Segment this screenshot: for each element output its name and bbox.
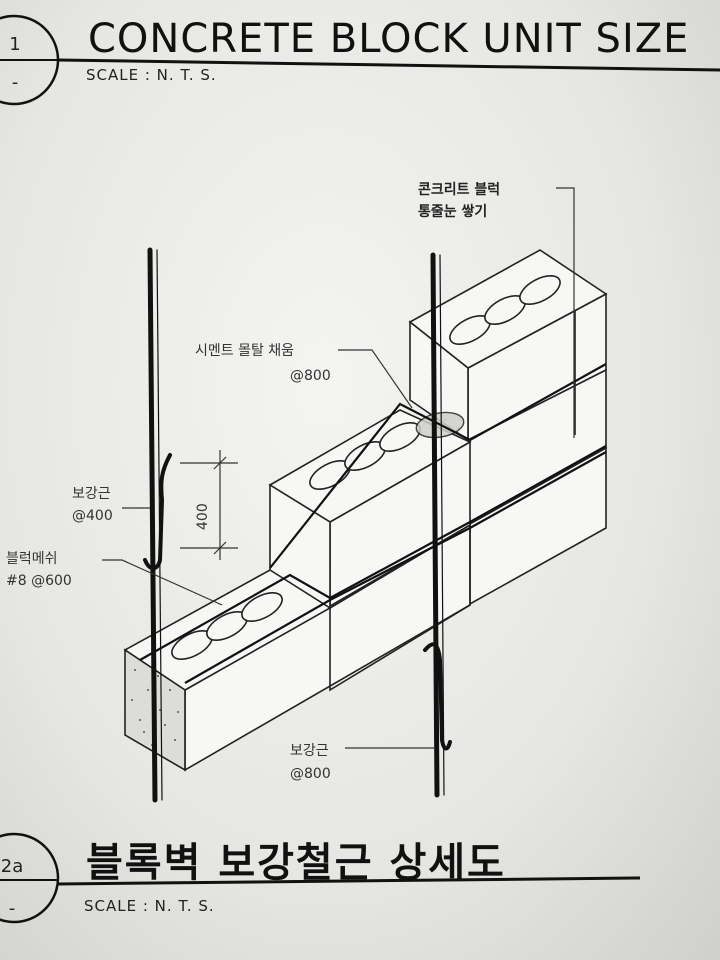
detail-title-1: CONCRETE BLOCK UNIT SIZE (88, 16, 689, 62)
leader-mortar-fill (338, 349, 413, 409)
detail-number-1: 1 (9, 34, 20, 55)
detail-sub-1: - (12, 72, 19, 93)
leader-block-stack (556, 187, 575, 438)
note-block-stack-line1: 콘크리트 블럭 (418, 182, 500, 198)
note-mortar-spacing: @800 (290, 368, 331, 384)
vertical-rebar-center (430, 252, 440, 798)
block-cell (519, 275, 561, 305)
leader-lines (102, 187, 575, 749)
note-rebar-bottom-spacing: @800 (290, 766, 331, 782)
detail-number-2a: 2a (1, 856, 23, 877)
rebar-lap-hook (143, 453, 172, 571)
leader-block-mesh (102, 559, 223, 606)
note-rebar-left-spacing: @400 (72, 508, 113, 524)
block-cell (241, 592, 283, 622)
detail-scale-1: SCALE : N. T. S. (86, 66, 217, 84)
dimension-400 (180, 450, 238, 560)
note-block-stack-line2: 통줄눈 쌓기 (418, 203, 487, 220)
note-block-mesh-spec: #8 @600 (6, 573, 72, 589)
upper-block-stack (408, 249, 608, 607)
lower-block-course (123, 409, 472, 772)
rebars (143, 247, 452, 803)
title-block-2a: 2a - 블록벽 보강철근 상세도 SCALE : N. T. S. (0, 832, 641, 924)
detail-bubble-2a (0, 832, 60, 924)
rebar-lap-hook (423, 642, 452, 751)
vertical-rebar-left (147, 247, 158, 803)
detail-scale-2a: SCALE : N. T. S. (84, 897, 215, 915)
title-underline-2a (57, 876, 641, 886)
title-block-1: 1 - CONCRETE BLOCK UNIT SIZE SCALE : N. … (0, 14, 720, 106)
note-block-mesh: 블럭메쉬 (6, 551, 58, 567)
vertical-rebar-center-edge (439, 254, 445, 796)
note-rebar-left: 보강근 (72, 486, 111, 502)
detail-sub-2a: - (9, 898, 16, 919)
note-mortar-fill: 시멘트 몰탈 채움 (195, 343, 294, 359)
detail-title-2a: 블록벽 보강철근 상세도 (86, 840, 506, 886)
title-underline-1 (57, 58, 720, 72)
dimension-400-label: 400 (195, 503, 211, 530)
note-rebar-bottom: 보강근 (290, 743, 329, 759)
